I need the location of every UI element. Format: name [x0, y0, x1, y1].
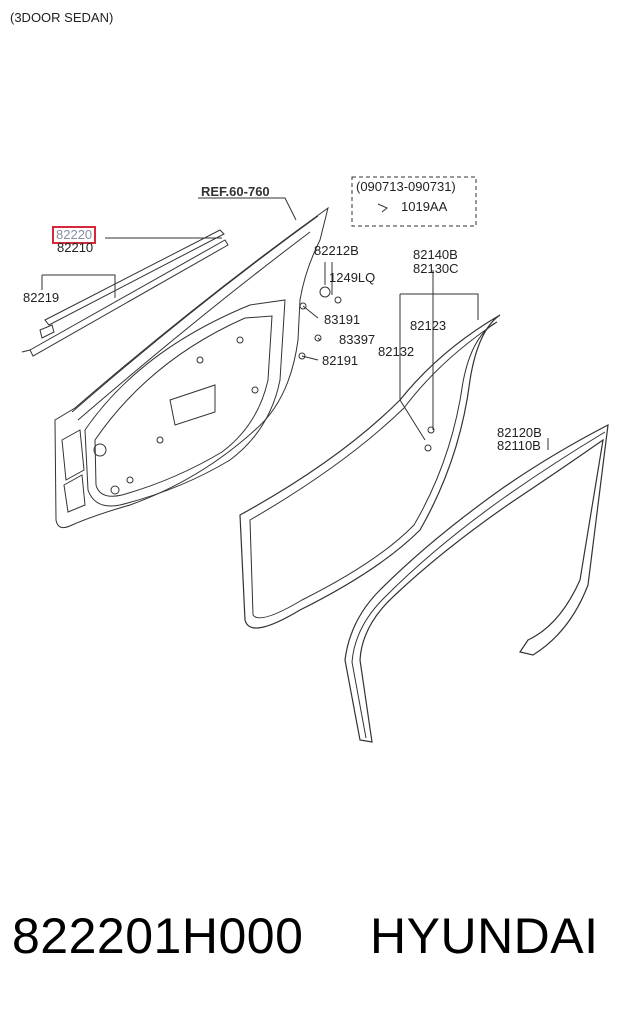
caption-part-number: 822201H000 — [12, 908, 304, 964]
label-82220-highlighted[interactable]: 82220 — [52, 226, 97, 244]
label-83191[interactable]: 83191 — [324, 312, 361, 327]
label-83397[interactable]: 83397 — [339, 332, 376, 347]
label-82120B[interactable]: 82120B — [497, 425, 542, 440]
label-82123[interactable]: 82123 — [410, 318, 447, 333]
body-weatherstrip — [344, 423, 609, 743]
caption-brand: HYUNDAI — [370, 908, 599, 964]
label-82132[interactable]: 82132 — [378, 344, 415, 359]
label-82191[interactable]: 82191 — [322, 353, 359, 368]
door-inner-panel — [84, 299, 286, 507]
label-1249LQ[interactable]: 1249LQ — [329, 270, 376, 285]
date-range-label: (090713-090731) — [356, 179, 456, 194]
label-82210[interactable]: 82210 — [57, 240, 94, 255]
label-1019AA[interactable]: 1019AA — [401, 199, 448, 214]
label-82110B[interactable]: 82110B — [497, 438, 541, 453]
reference-label[interactable]: REF.60-760 — [201, 184, 270, 199]
door-weatherstrip — [239, 314, 501, 629]
belt-moulding — [44, 229, 225, 326]
label-82130C[interactable]: 82130C — [413, 261, 459, 276]
label-82212B[interactable]: 82212B — [314, 243, 359, 258]
label-82219[interactable]: 82219 — [23, 290, 60, 305]
variant-label: (3DOOR SEDAN) — [10, 10, 114, 25]
door-shell — [54, 206, 329, 529]
label-82140B[interactable]: 82140B — [413, 247, 458, 262]
